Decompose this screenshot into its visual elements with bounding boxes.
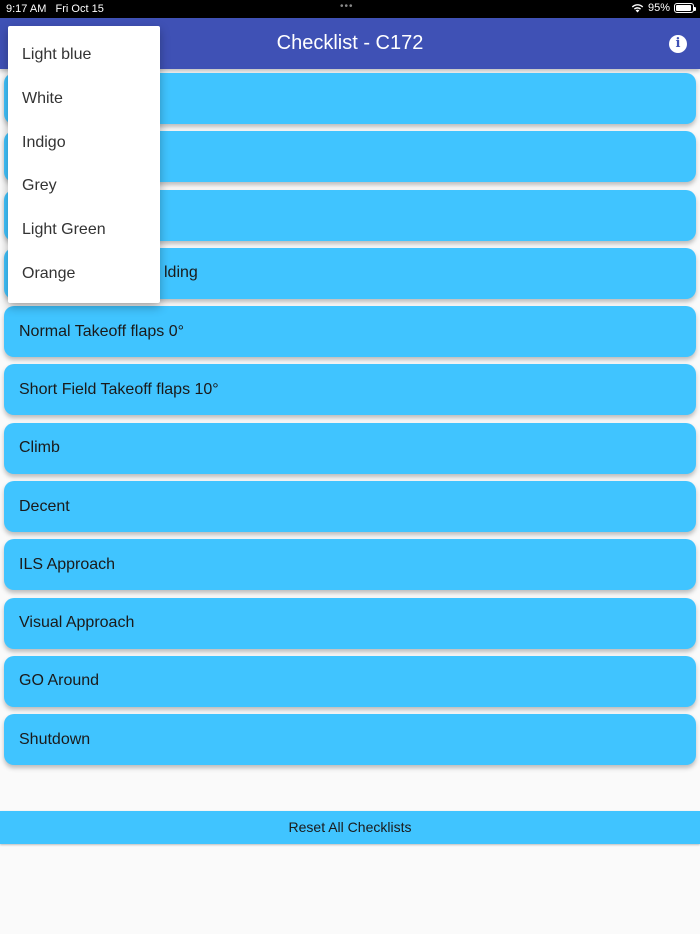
page-title: Checklist - C172 bbox=[276, 32, 424, 54]
checklist-item[interactable]: Visual Approach bbox=[4, 597, 696, 649]
checklist-item[interactable]: Decent bbox=[4, 481, 696, 533]
menu-item-light-green[interactable]: Light Green bbox=[22, 221, 106, 239]
menu-item-grey[interactable]: Grey bbox=[22, 177, 57, 195]
checklist-item[interactable]: ILS Approach bbox=[4, 539, 696, 591]
battery-percent: 95% bbox=[647, 2, 670, 14]
status-right: 95% bbox=[631, 2, 696, 14]
color-menu: Light blue White Indigo Grey Light Green… bbox=[8, 26, 160, 303]
menu-item-orange[interactable]: Orange bbox=[22, 264, 76, 282]
menu-item-white[interactable]: White bbox=[22, 89, 63, 107]
menu-item-indigo[interactable]: Indigo bbox=[22, 133, 66, 151]
menu-item-light-blue[interactable]: Light blue bbox=[22, 46, 92, 63]
status-time: 9:17 AM Fri Oct 15 bbox=[6, 3, 104, 15]
wifi-icon bbox=[631, 4, 644, 13]
checklist-item[interactable]: Shutdown bbox=[4, 714, 696, 766]
multitask-dots-icon[interactable]: ••• bbox=[340, 1, 354, 12]
info-icon[interactable]: i bbox=[669, 35, 687, 53]
checklist-item[interactable]: Climb bbox=[4, 422, 696, 474]
checklist-item[interactable]: GO Around bbox=[4, 655, 696, 707]
battery-icon bbox=[674, 3, 696, 13]
reset-all-button[interactable]: Reset All Checklists bbox=[0, 811, 700, 844]
checklist-item[interactable]: Normal Takeoff flaps 0° bbox=[4, 306, 696, 358]
status-bar: 9:17 AM Fri Oct 15 ••• 95% bbox=[0, 0, 700, 18]
checklist-item[interactable]: Short Field Takeoff flaps 10° bbox=[4, 364, 696, 416]
